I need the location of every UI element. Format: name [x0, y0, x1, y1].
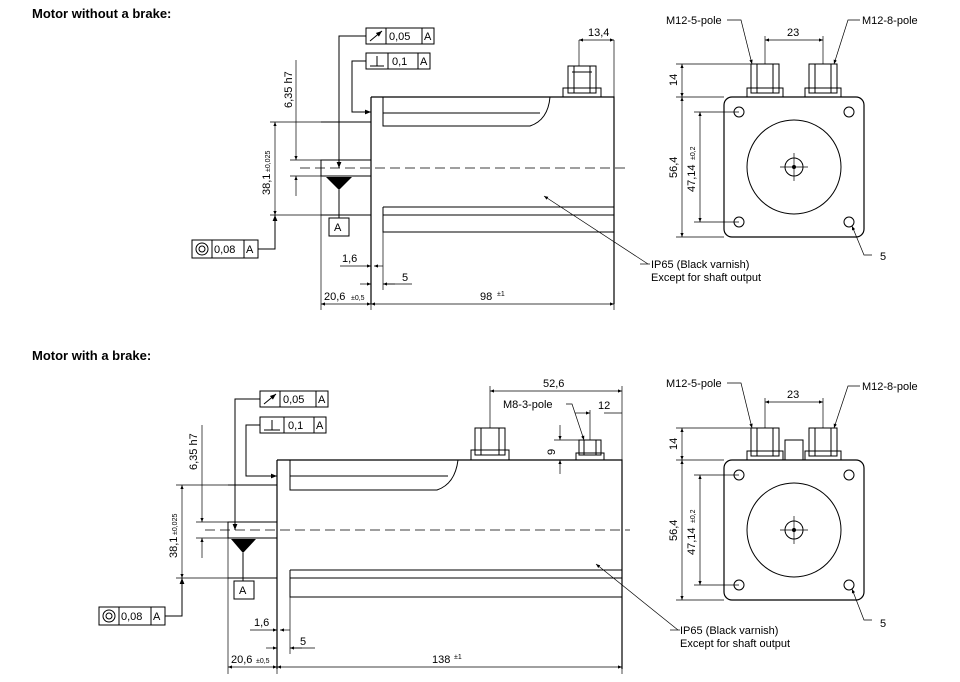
front-dim-hole-2: 5 — [880, 618, 886, 630]
front-dim-spacing-2: 23 — [787, 389, 799, 401]
note-line2: Except for shaft output — [651, 272, 761, 284]
front-conn-left: M12-5-pole — [666, 15, 722, 27]
tol-concentric-datum: A — [246, 244, 254, 256]
tol-concentric-value-2: 0,08 — [121, 611, 142, 623]
dim-connector: 13,4 — [588, 27, 609, 39]
dim-shaft-len-2: 20,6 — [231, 654, 252, 666]
dim-flange-dia-tol: ±0,025 — [265, 151, 272, 172]
front-dim-spacing: 23 — [787, 27, 799, 39]
tol-concentric-value: 0,08 — [214, 244, 235, 256]
note-line1: IP65 (Black varnish) — [651, 259, 749, 271]
dim-flange-dia-tol-2: ±0,025 — [172, 514, 179, 535]
dim-shaft-len: 20,6 — [324, 291, 345, 303]
tol-perp-value: 0,1 — [392, 56, 407, 68]
front-conn-right-2: M12-8-pole — [862, 381, 918, 393]
dim-shaft-dia-2: 6,35 h7 — [188, 433, 200, 470]
tol-runout-datum: A — [424, 31, 432, 43]
front-dim-bolt: 47,14 — [686, 164, 698, 192]
front-dim-hole: 5 — [880, 251, 886, 263]
side-view-with-brake: A 0,05 A 0,1 A 0,08 A 6,35 h7 38,1 ±0,02… — [98, 378, 790, 674]
tol-perp-value-2: 0,1 — [288, 420, 303, 432]
dim-body-len-tol: ±1 — [497, 291, 505, 298]
datum-label: A — [334, 222, 342, 234]
dim-5: 5 — [402, 272, 408, 284]
tol-runout-value: 0,05 — [389, 31, 410, 43]
dim-step-2: 1,6 — [254, 617, 269, 629]
front-dim-bolt-2: 47,14 — [686, 527, 698, 555]
dim-body-len-tol-2: ±1 — [454, 654, 462, 661]
dim-body-len-2: 138 — [432, 654, 450, 666]
dim-5-2: 5 — [300, 636, 306, 648]
section-title-with-brake: Motor with a brake: — [32, 348, 151, 363]
front-conn-left-2: M12-5-pole — [666, 378, 722, 390]
tol-concentric-datum-2: A — [153, 611, 161, 623]
tol-runout-value-2: 0,05 — [283, 394, 304, 406]
front-view-with-brake: M12-5-pole M12-8-pole 23 14 56,4 47,14 ±… — [666, 378, 918, 630]
front-view-without-brake: M12-5-pole M12-8-pole 23 14 56,4 47,14 ±… — [666, 15, 918, 263]
front-conn-right: M12-8-pole — [862, 15, 918, 27]
tol-perp-datum-2: A — [316, 420, 324, 432]
dim-shaft-dia: 6,35 h7 — [283, 71, 295, 108]
dim-shaft-len-tol-2: ±0,5 — [256, 658, 270, 665]
brake-conn-label: M8-3-pole — [503, 399, 553, 411]
front-dim-square: 56,4 — [668, 157, 680, 178]
tol-perp-datum: A — [420, 56, 428, 68]
front-dim-14-2: 14 — [668, 438, 680, 450]
dim-step: 1,6 — [342, 253, 357, 265]
front-dim-bolt-tol: ±0,2 — [690, 146, 697, 160]
dim-brake-conn-w: 12 — [598, 400, 610, 412]
dim-brake-conn-pos: 52,6 — [543, 378, 564, 390]
front-dim-square-2: 56,4 — [668, 520, 680, 541]
note-line2-2: Except for shaft output — [680, 638, 790, 650]
note-line1-2: IP65 (Black varnish) — [680, 625, 778, 637]
front-dim-bolt-tol-2: ±0,2 — [690, 509, 697, 523]
dim-flange-dia-2: 38,1 — [168, 537, 180, 558]
dim-shaft-len-tol: ±0,5 — [351, 295, 365, 302]
dim-body-len: 98 — [480, 291, 492, 303]
tol-runout-datum-2: A — [318, 394, 326, 406]
front-dim-14: 14 — [668, 74, 680, 86]
dim-brake-conn-h: 9 — [546, 449, 558, 455]
section-title-without-brake: Motor without a brake: — [32, 6, 171, 21]
side-view-without-brake: A 0,05 A 0,1 A 0,08 A 6,35 h7 — [191, 27, 761, 310]
dim-flange-dia: 38,1 — [261, 174, 273, 195]
datum-label-2: A — [239, 585, 247, 597]
